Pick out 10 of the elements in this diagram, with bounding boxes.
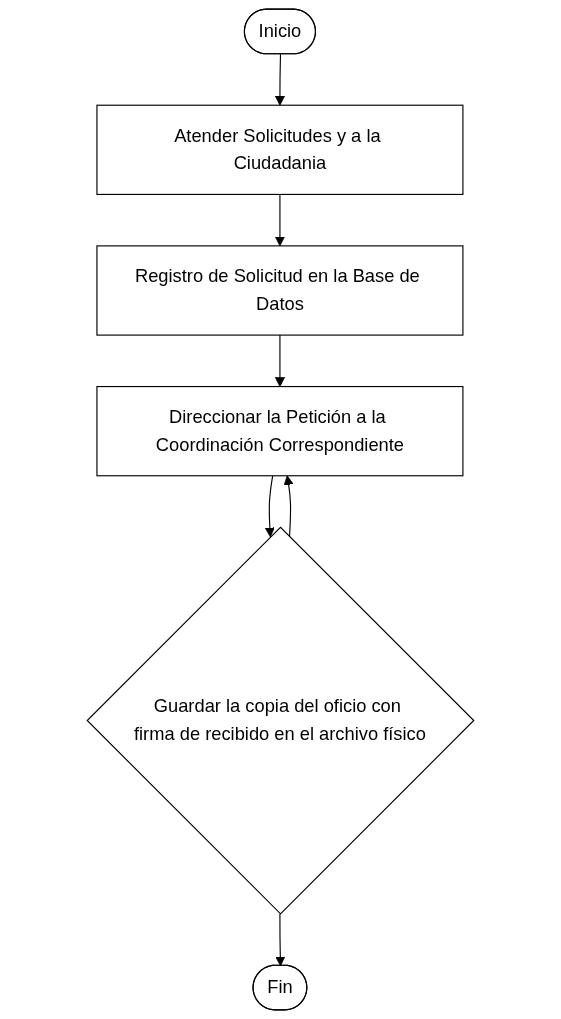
node-box: Atender Solicitudes y a la Ciudadania xyxy=(96,104,464,195)
arrow xyxy=(274,334,285,387)
node-box: Direccionar la Petición a la Coordinación Correspondiente xyxy=(96,386,464,477)
arrow xyxy=(264,475,275,538)
arrow xyxy=(283,475,294,538)
arrow xyxy=(274,193,285,247)
arrow xyxy=(275,913,286,967)
node-box: Registro de Solicitud en la Base de Datos xyxy=(96,245,464,336)
arrow xyxy=(274,53,285,106)
node-diamond: Guardar la copia del oficio con firma de recibido en el archivo físico xyxy=(86,526,475,915)
